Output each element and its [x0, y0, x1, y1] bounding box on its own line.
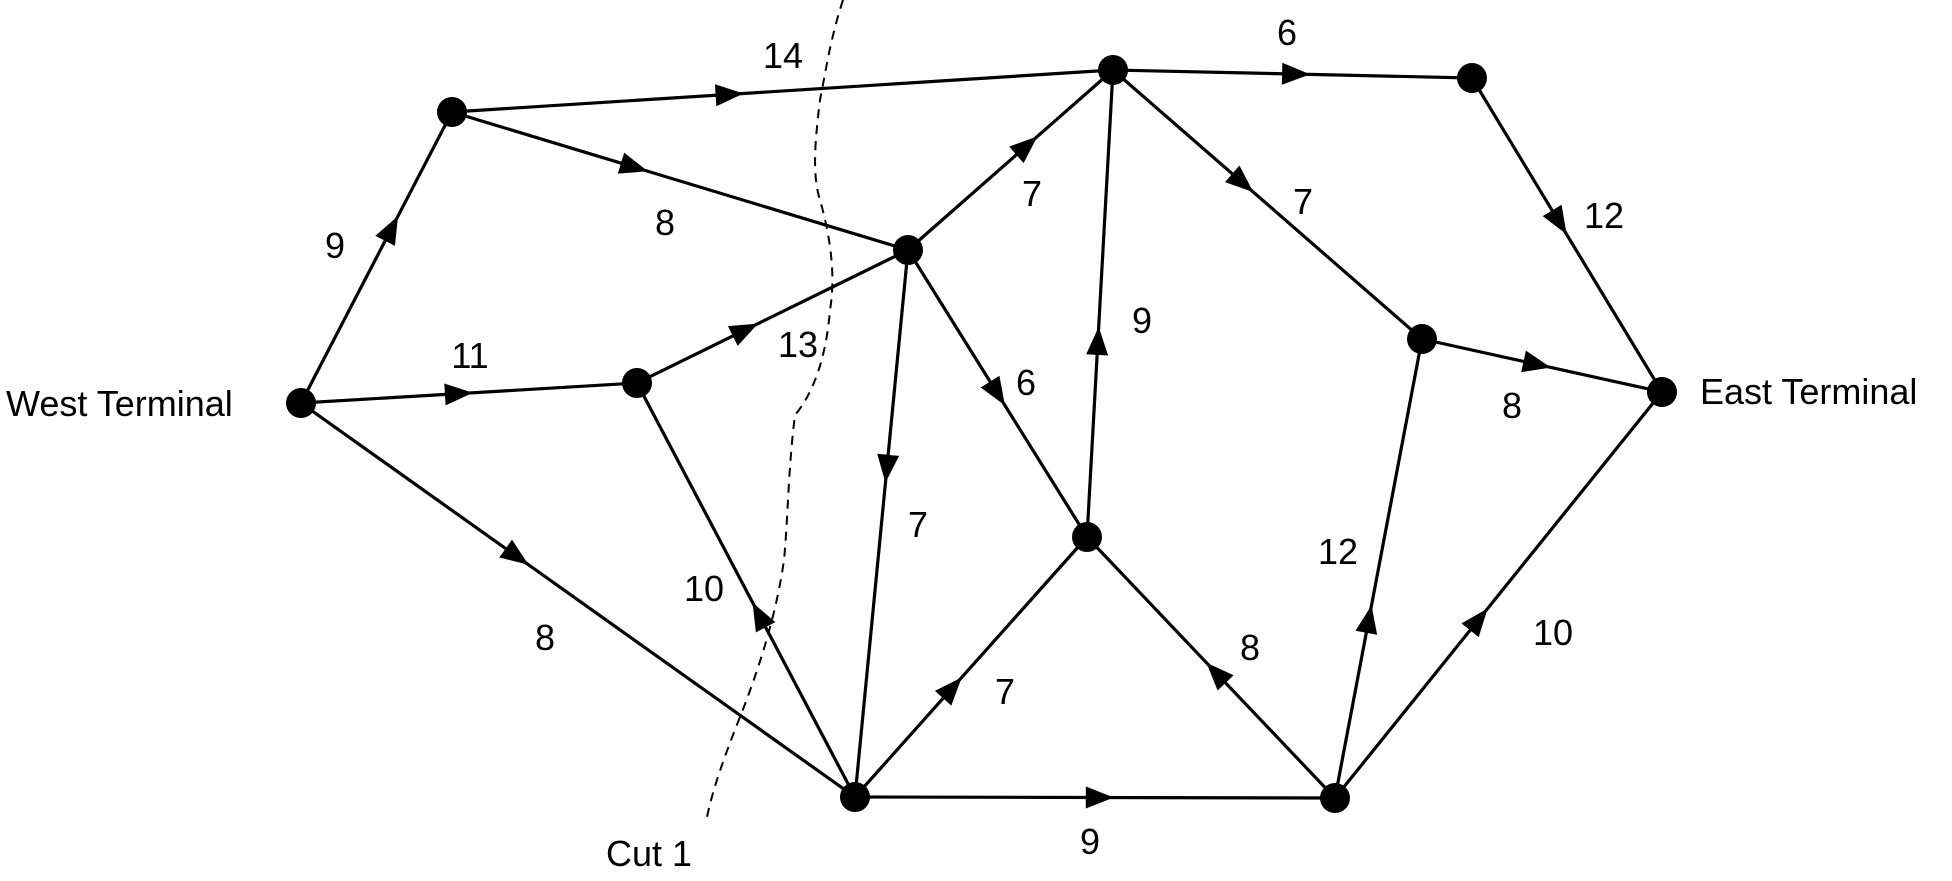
cut-1-line: [705, 0, 844, 823]
arrow-i-h: [934, 677, 962, 706]
west-terminal-label: West Terminal: [6, 383, 233, 424]
arrow-f-east: [1521, 350, 1551, 373]
arrow-west-a: [375, 215, 399, 246]
edge-b-c: [636, 248, 909, 385]
weight-label-i-b: 10: [684, 568, 724, 609]
weight-label-west-i: 8: [535, 617, 555, 658]
weight-label-d-f: 7: [1293, 181, 1313, 222]
arrow-west-i: [499, 539, 529, 565]
weight-label-j-east: 10: [1533, 612, 1573, 653]
cut-1-label: Cut 1: [606, 833, 692, 874]
east-terminal-label: East Terminal: [1700, 371, 1917, 412]
weight-label-c-i: 7: [908, 504, 928, 545]
weight-label-j-f: 12: [1318, 531, 1358, 572]
arrow-j-east: [1461, 608, 1488, 638]
arrow-h-d: [1086, 326, 1109, 356]
weight-label-e-east: 12: [1584, 195, 1624, 236]
edge-c-i: [853, 249, 910, 798]
node-b: [622, 368, 652, 398]
weight-label-b-c: 13: [778, 324, 818, 365]
arrow-i-j: [1085, 786, 1114, 809]
node-j: [1320, 783, 1350, 813]
node-a: [437, 97, 467, 127]
edge-west-a: [299, 111, 454, 404]
arrow-j-f: [1355, 605, 1378, 635]
arrow-c-i: [877, 453, 900, 483]
arrow-c-d: [1009, 136, 1038, 164]
weight-label-d-e: 6: [1277, 12, 1297, 53]
nodes-layer: [286, 55, 1677, 813]
weight-label-i-j: 9: [1080, 821, 1100, 862]
weight-label-h-d: 9: [1132, 300, 1152, 341]
arrow-d-e: [1281, 62, 1311, 85]
edge-e-east: [1470, 77, 1664, 393]
weight-label-west-b: 11: [451, 335, 488, 376]
edge-h-d: [1085, 69, 1115, 538]
arrow-i-b: [752, 602, 776, 633]
arrow-a-d: [714, 84, 744, 107]
edge-a-c: [451, 110, 909, 252]
node-f: [1407, 324, 1437, 354]
edge-weight-labels: 9 11 8 14 8 13 10 7 7 6 6 7 9 12 8 7 9 8 12 10: [325, 12, 1624, 862]
node-e: [1457, 63, 1487, 93]
edge-j-f: [1333, 338, 1424, 799]
node-east: [1647, 377, 1677, 407]
edge-i-b: [635, 382, 857, 798]
edge-a-d: [451, 68, 1114, 114]
arrow-b-c: [727, 323, 758, 346]
arrow-e-east: [1542, 204, 1567, 235]
weight-label-a-d: 14: [763, 35, 803, 76]
arrow-a-c: [617, 152, 648, 174]
arrow-c-h: [980, 375, 1005, 406]
node-d: [1098, 55, 1128, 85]
node-c: [893, 235, 923, 265]
cut-layer: Cut 1: [606, 0, 844, 874]
node-west: [286, 388, 316, 418]
weight-label-west-a: 9: [325, 225, 345, 266]
weight-label-c-d: 7: [1022, 173, 1042, 214]
edge-west-i: [300, 401, 856, 799]
arrow-d-f: [1224, 165, 1254, 193]
edge-c-d: [906, 68, 1115, 252]
terminal-labels: West Terminal East Terminal: [6, 371, 1917, 424]
edges-layer: [299, 62, 1664, 809]
arrow-j-h: [1206, 662, 1234, 691]
weight-label-j-h: 8: [1240, 627, 1260, 668]
node-i: [840, 782, 870, 812]
arrow-west-b: [444, 383, 473, 406]
weight-label-i-h: 7: [995, 671, 1015, 712]
node-h: [1072, 522, 1102, 552]
edge-i-h: [853, 535, 1089, 799]
weight-label-c-h: 6: [1016, 362, 1036, 403]
edge-d-f: [1111, 68, 1424, 341]
edge-j-east: [1333, 390, 1664, 800]
weight-label-f-east: 8: [1502, 385, 1522, 426]
weight-label-a-c: 8: [655, 202, 675, 243]
